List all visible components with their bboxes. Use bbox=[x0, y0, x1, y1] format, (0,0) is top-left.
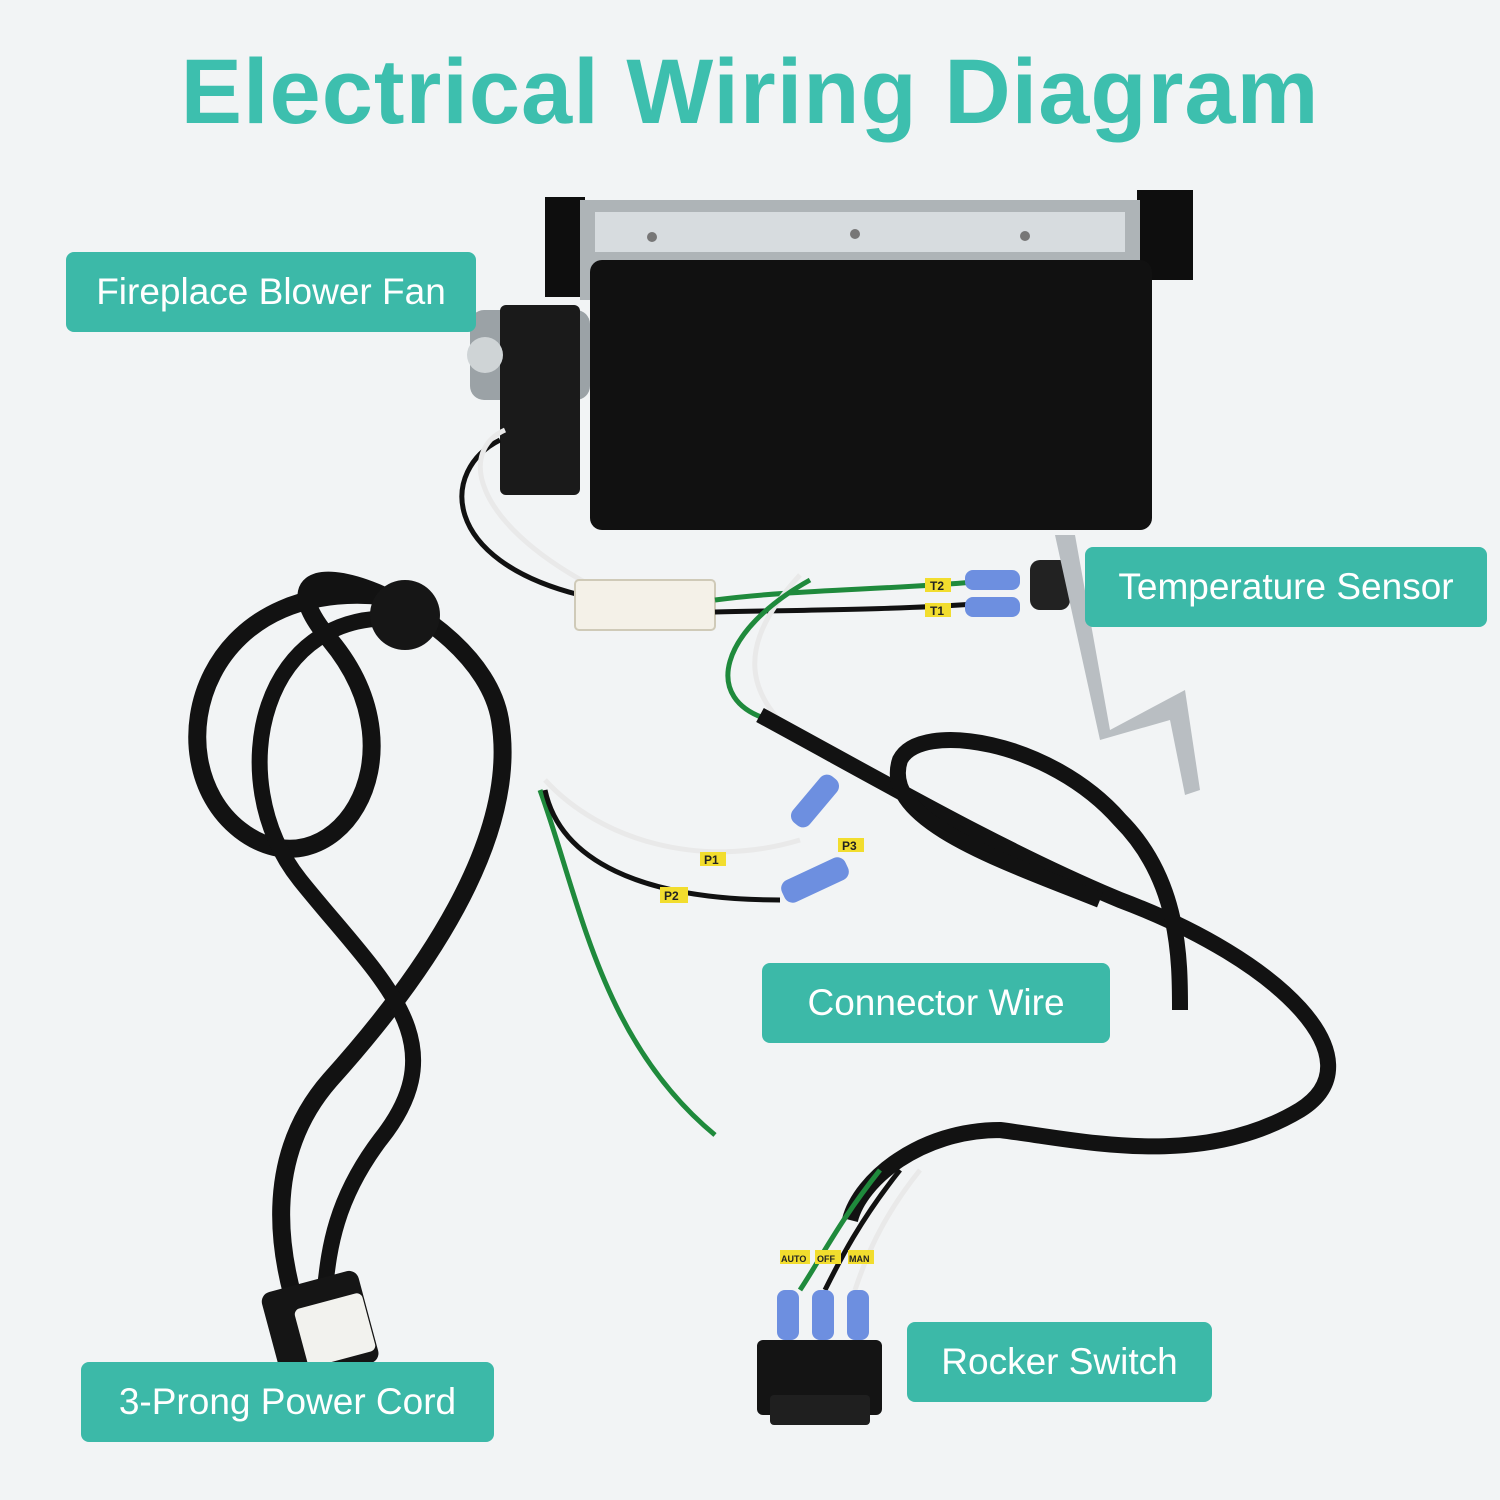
switch-wire-black bbox=[822, 1168, 902, 1292]
tag-man bbox=[848, 1250, 874, 1264]
temperature-sensor bbox=[1030, 535, 1200, 795]
tag-man-text: MAN bbox=[849, 1254, 870, 1264]
cord-wire-black bbox=[542, 789, 781, 903]
switch-terminal bbox=[777, 1290, 799, 1340]
switch-cord-loop bbox=[756, 707, 1337, 1223]
sensor-disc bbox=[1030, 560, 1070, 610]
cord-flange bbox=[370, 580, 440, 650]
switch-wire-white bbox=[852, 1168, 922, 1291]
cord-loop bbox=[188, 571, 512, 1323]
tag-t2 bbox=[925, 578, 951, 592]
label-temperature-sensor: Temperature Sensor bbox=[1085, 547, 1487, 627]
tray-screw bbox=[850, 229, 860, 239]
tag-p2-text: P2 bbox=[664, 889, 679, 903]
cord-wire-green bbox=[537, 789, 717, 1137]
tag-t1-text: T1 bbox=[930, 604, 944, 618]
power-cord bbox=[188, 571, 512, 1385]
switch-wire-green bbox=[797, 1168, 882, 1292]
tag-t1 bbox=[925, 603, 951, 617]
connector-crimp bbox=[790, 774, 840, 828]
connector-crimp bbox=[781, 857, 849, 903]
tag-p3 bbox=[838, 838, 864, 852]
harness-wire-green bbox=[725, 577, 812, 723]
blower-top-tray-inner bbox=[595, 212, 1125, 252]
sensor-terminal bbox=[965, 597, 1020, 617]
tag-p3-text: P3 bbox=[842, 839, 857, 853]
cord-loop-2 bbox=[251, 610, 421, 1322]
tag-auto bbox=[780, 1250, 810, 1264]
fan-lead-white bbox=[477, 427, 592, 588]
switch-cord-loop-2 bbox=[889, 732, 1188, 1011]
label-power-cord: 3-Prong Power Cord bbox=[81, 1362, 494, 1442]
blower-mount-bracket-left bbox=[545, 197, 585, 297]
motor-coil bbox=[500, 305, 580, 495]
tag-auto-text: AUTO bbox=[781, 1254, 806, 1264]
plug-prongs bbox=[294, 1293, 376, 1367]
rocker-switch bbox=[757, 1290, 882, 1425]
tray-screw bbox=[647, 232, 657, 242]
page-title: Electrical Wiring Diagram bbox=[180, 41, 1320, 143]
sensor-bracket bbox=[1055, 535, 1200, 795]
tag-off-text: OFF bbox=[817, 1254, 835, 1264]
sensor-terminal bbox=[965, 570, 1020, 590]
tag-off bbox=[815, 1250, 841, 1264]
tag-p1-text: P1 bbox=[704, 853, 719, 867]
blower-fan bbox=[467, 190, 1193, 530]
switch-terminal bbox=[812, 1290, 834, 1340]
tray-screw bbox=[1020, 231, 1030, 241]
motor-hub bbox=[467, 337, 503, 373]
blower-housing bbox=[590, 260, 1152, 530]
switch-terminal bbox=[847, 1290, 869, 1340]
label-connector-wire: Connector Wire bbox=[762, 963, 1110, 1043]
label-rocker-switch: Rocker Switch bbox=[907, 1322, 1212, 1402]
tag-p1 bbox=[700, 852, 726, 866]
switch-cord bbox=[756, 707, 1337, 1223]
tag-p2 bbox=[660, 887, 688, 903]
cord-wire-white bbox=[543, 778, 801, 855]
switch-face bbox=[770, 1395, 870, 1425]
molex-connector bbox=[574, 579, 716, 631]
label-fireplace-blower-fan: Fireplace Blower Fan bbox=[66, 252, 476, 332]
tag-t2-text: T2 bbox=[930, 579, 944, 593]
